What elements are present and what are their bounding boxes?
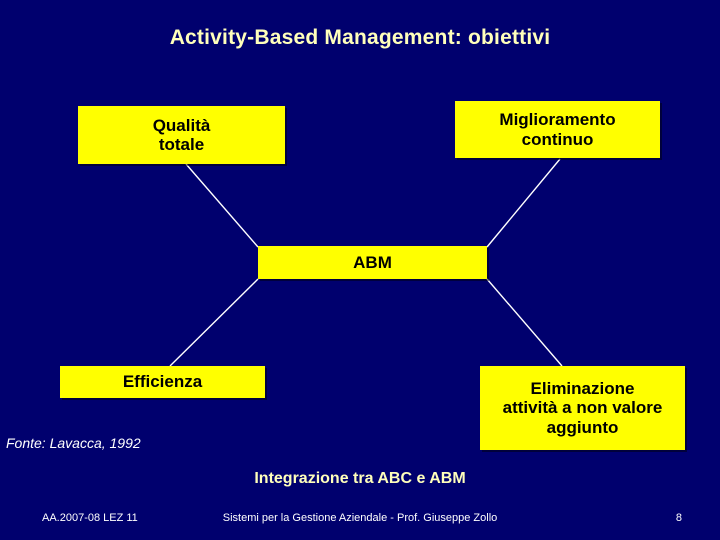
diagram-node-miglioramento-continuo[interactable]: Miglioramento continuo xyxy=(455,101,660,158)
slide-caption: Integrazione tra ABC e ABM xyxy=(254,470,466,487)
diagram-node-abm[interactable]: ABM xyxy=(258,246,487,279)
node-label-abm: ABM xyxy=(353,252,392,272)
node-label-line-1: Miglioramento xyxy=(499,110,616,130)
footer-page-number: 8 xyxy=(675,512,682,524)
connector-abm-to-eliminazione xyxy=(486,278,563,367)
node-label-qualita-totale: Qualità totale xyxy=(153,116,211,154)
diagram-node-eliminazione-attivita[interactable]: Eliminazione attività a non valore aggiu… xyxy=(480,366,685,450)
node-label-line-1: Eliminazione xyxy=(530,379,635,399)
diagram-node-qualita-totale[interactable]: Qualità totale xyxy=(78,106,285,164)
source-note: Fonte: Lavacca, 1992 xyxy=(6,435,141,451)
node-label-miglioramento-continuo: Miglioramento continuo xyxy=(499,110,615,148)
node-label-line-2: continuo xyxy=(521,129,594,149)
footer-course-title: Sistemi per la Gestione Aziendale - Prof… xyxy=(222,512,498,524)
node-label-eliminazione-attivita: Eliminazione attività a non valore aggiu… xyxy=(503,379,663,436)
connector-abm-to-miglioramento xyxy=(486,158,561,248)
footer-course-code: AA.2007-08 LEZ 11 xyxy=(42,512,138,524)
slide-footer: AA.2007-08 LEZ 11 Sistemi per la Gestion… xyxy=(0,512,720,532)
diagram-node-efficienza[interactable]: Efficienza xyxy=(60,366,265,398)
connector-abm-to-efficienza xyxy=(169,278,259,367)
node-label-efficienza: Efficienza xyxy=(122,372,203,392)
node-label-line-3: aggiunto xyxy=(546,417,619,437)
node-label-line-2: attività a non valore xyxy=(502,398,663,418)
connector-abm-to-qualita xyxy=(185,163,259,248)
page-title: Activity-Based Management: obiettivi xyxy=(169,26,551,49)
node-label-line-1: Qualità xyxy=(152,115,211,135)
node-label-line-2: totale xyxy=(158,135,205,154)
